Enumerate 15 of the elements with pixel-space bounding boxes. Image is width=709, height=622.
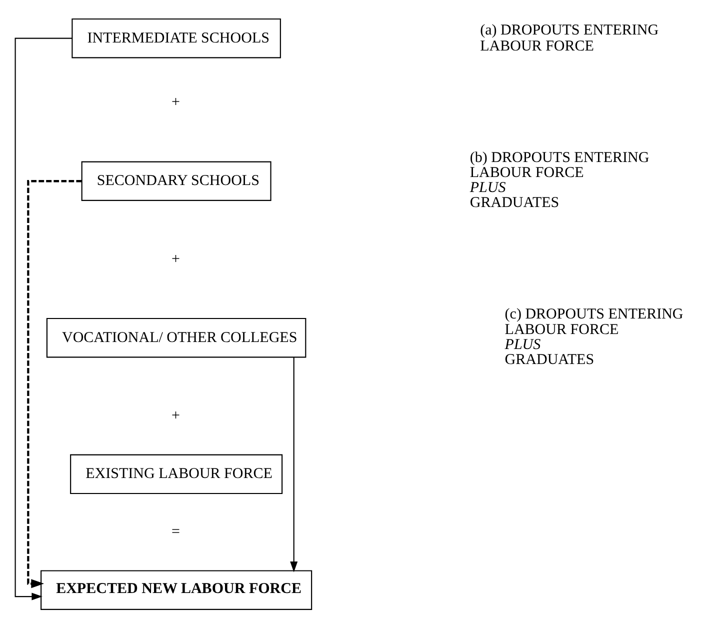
label: (c) DROPOUTS ENTERING LABOUR FORCE PLUS GRADUATES [504, 306, 684, 368]
label: + [171, 251, 180, 268]
node-box: INTERMEDIATE SCHOOLS [72, 18, 281, 58]
arrow [14, 38, 72, 600]
node-box: EXPECTED NEW LABOUR FORCE [40, 570, 312, 610]
label: (a) DROPOUTS ENTERING LABOUR FORCE [480, 22, 659, 54]
node-box: VOCATIONAL/ OTHER COLLEGES [46, 318, 306, 358]
label: + [171, 408, 180, 424]
label: (b) DROPOUTS ENTERING LABOUR FORCE PLUS GRADUATES [470, 150, 650, 212]
node-box: EXISTING LABOUR FORCE [70, 454, 283, 494]
label: + [171, 94, 180, 111]
arrow [27, 180, 82, 588]
arrow [290, 357, 298, 572]
node-box: SECONDARY SCHOOLS [81, 161, 272, 201]
label: = [171, 524, 180, 540]
